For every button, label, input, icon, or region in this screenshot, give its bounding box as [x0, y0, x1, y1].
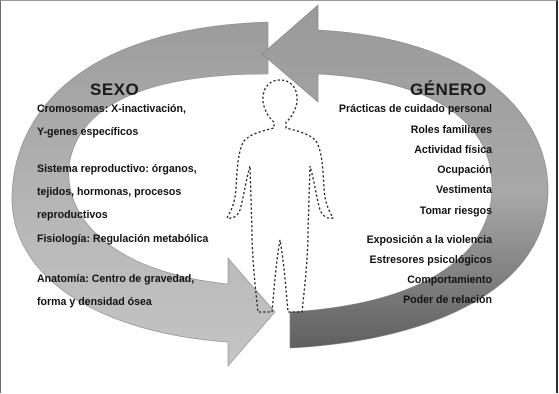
sex-heading: SEXO: [90, 80, 140, 99]
sex-item: reproductivos: [37, 209, 108, 221]
gender-item: Exposición a la violencia: [366, 234, 492, 246]
sex-item: Sistema reproductivo: órganos,: [37, 163, 197, 175]
sex-item: Anatomía: Centro de gravedad,: [37, 273, 195, 285]
gender-item: Roles familiares: [410, 124, 492, 136]
sex-item: Cromosomas: X-inactivación,: [37, 103, 186, 115]
gender-item: Prácticas de cuidado personal: [338, 103, 492, 115]
gender-item: Ocupación: [437, 164, 492, 176]
gender-item: Actividad física: [414, 144, 492, 156]
gender-item: Tomar riesgos: [419, 205, 492, 217]
sex-item: Y-genes específicos: [37, 126, 139, 138]
gender-item: Vestimenta: [436, 184, 492, 196]
gender-item: Comportamiento: [407, 274, 492, 286]
human-silhouette-icon: [226, 79, 334, 313]
gender-item: Estresores psicológicos: [369, 254, 492, 266]
gender-item: Poder de relación: [403, 294, 492, 306]
gender-heading: GÉNERO: [410, 80, 487, 99]
sex-item: Fisiología: Regulación metabólica: [37, 233, 209, 245]
sex-item: tejidos, hormonas, procesos: [37, 186, 182, 198]
left-cycle-arrow-icon: [11, 21, 276, 367]
right-cycle-arrow-icon: [261, 4, 549, 349]
sex-item: forma y densidad ósea: [37, 296, 152, 308]
